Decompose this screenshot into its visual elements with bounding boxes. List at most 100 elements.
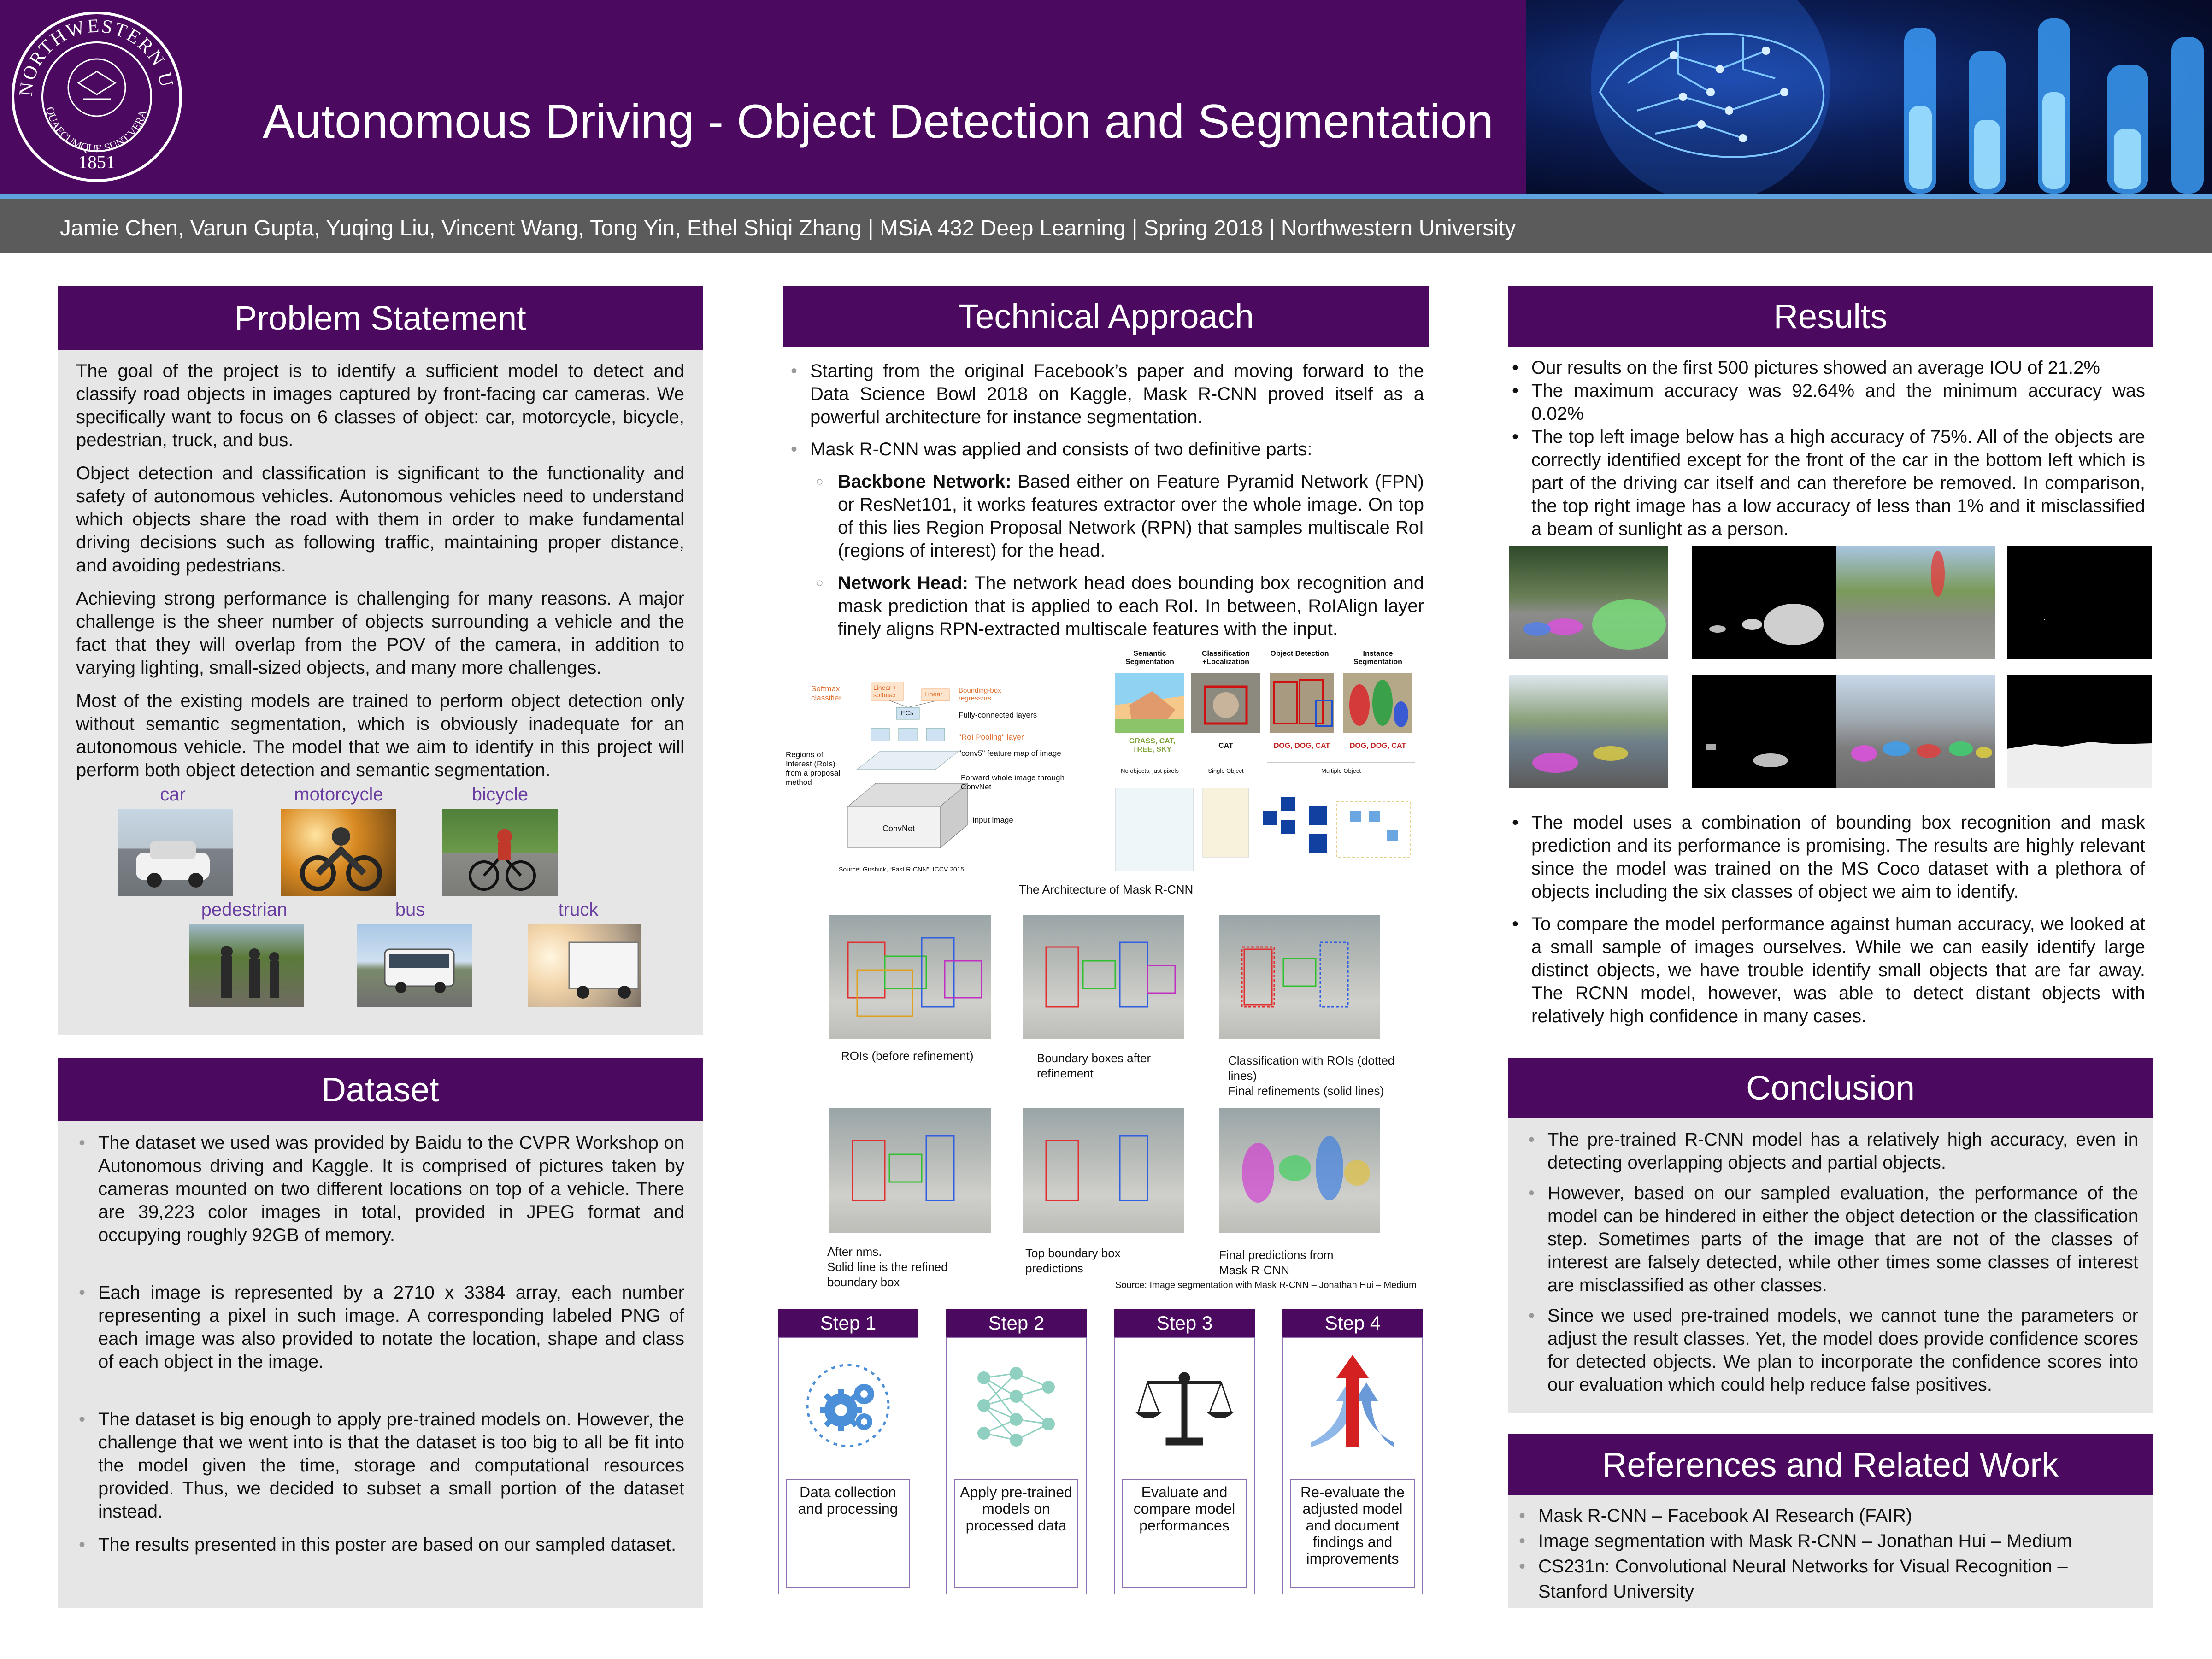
conclusion-item: However, based on our sampled evaluation… (1525, 1182, 2138, 1297)
step-3-text: Evaluate and compare model performances (1122, 1479, 1247, 1588)
svg-text:1851: 1851 (78, 152, 115, 172)
arrows-icon (1302, 1350, 1403, 1452)
seg-header: Object Detection (1270, 650, 1329, 658)
fcs-label: FCs (901, 709, 914, 717)
accent-stripe (0, 194, 2212, 199)
problem-paragraph: Most of the existing models are trained … (76, 691, 684, 780)
network-head-item: Network Head: The network head does boun… (816, 571, 1424, 641)
problem-paragraph: Achieving strong performance is challeng… (76, 588, 684, 678)
pipeline-caption: Top boundary box predictions (1025, 1246, 1121, 1275)
results-text-bottom: The model uses a combination of bounding… (1509, 811, 2145, 1033)
seg-header: Classification +Localization (1201, 650, 1250, 666)
dataset-item: The dataset we used was provided by Baid… (76, 1131, 684, 1247)
pipeline-caption: Boundary boxes after refinement (1037, 1051, 1151, 1080)
technical-text: Starting from the original Facebook’s pa… (788, 359, 1424, 646)
technical-heading: Technical Approach (783, 286, 1429, 347)
results-item: The model uses a combination of bounding… (1509, 811, 2145, 903)
conclusion-item: The pre-trained R-CNN model has a relati… (1525, 1128, 2138, 1174)
technical-bullet: Mask R-CNN was applied and consists of t… (788, 438, 1424, 461)
dataset-item: The dataset is big enough to apply pre-t… (76, 1408, 684, 1523)
pipeline-image-classification (1219, 915, 1380, 1039)
step-4-text: Re-evaluate the adjusted model and docum… (1290, 1479, 1415, 1588)
result-mask-1 (1692, 546, 1837, 659)
pipeline-caption: ROIs (before refinement) (841, 1049, 974, 1063)
architecture-caption: The Architecture of Mask R-CNN (1018, 882, 1194, 896)
class-label-truck: truck (558, 900, 599, 920)
convnet-label: ConvNet (882, 824, 915, 833)
class-label-motorcycle: motorcycle (294, 784, 383, 805)
pipeline-image-rois (830, 915, 991, 1039)
seg-header: Instance Segmentation (1353, 650, 1402, 666)
pipeline-image-final (1219, 1108, 1380, 1233)
fc-layers-label: Fully-connected layers (959, 711, 1037, 719)
dataset-item: The results presented in this poster are… (76, 1533, 684, 1556)
brain-circuit-image (1526, 0, 2212, 194)
results-heading: Results (1508, 286, 2153, 347)
truck-photo (528, 924, 641, 1007)
softmax-label: Softmax classifier (811, 684, 842, 702)
dataset-text: The dataset we used was provided by Baid… (76, 1131, 684, 1562)
problem-heading: Problem Statement (58, 286, 703, 350)
segmentation-tasks-graphic: Semantic Segmentation Classification +Lo… (1111, 650, 1424, 880)
class-label-bicycle: bicycle (471, 784, 529, 805)
technical-bullet: Starting from the original Facebook’s pa… (788, 359, 1424, 429)
pipeline-caption: Final predictions from Mask R-CNN (1219, 1248, 1334, 1277)
diagram-source: Source: Girshick, “Fast R-CNN”, ICCV 201… (839, 865, 966, 873)
linear-softmax-label: Linear + softmax (873, 684, 897, 699)
reference-item: CS231n: Convolutional Neural Networks fo… (1516, 1554, 2129, 1605)
dataset-item: Each image is represented by a 2710 x 33… (76, 1281, 684, 1373)
problem-paragraph: Object detection and classification is s… (76, 463, 684, 576)
class-label-bus: bus (395, 900, 425, 920)
conv5-label: "conv5" feature map of image (959, 749, 1061, 758)
reference-item: Image segmentation with Mask R-CNN – Jon… (1516, 1529, 2129, 1554)
references-heading: References and Related Work (1508, 1434, 2153, 1495)
pipeline-source: Source: Image segmentation with Mask R-C… (1115, 1280, 1417, 1290)
pipeline-image-top-boxes (1023, 1108, 1184, 1233)
seg-sub-label: Single Object (1208, 767, 1244, 774)
author-line: Jamie Chen, Varun Gupta, Yuqing Liu, Vin… (60, 216, 1516, 241)
class-label-car: car (160, 784, 186, 805)
reference-item: Mask R-CNN – Facebook AI Research (FAIR) (1516, 1503, 2129, 1529)
problem-paragraph: The goal of the project is to identify a… (76, 361, 684, 450)
references-text: Mask R-CNN – Facebook AI Research (FAIR)… (1516, 1503, 2129, 1605)
results-text-top: Our results on the first 500 pictures sh… (1509, 356, 2145, 546)
backbone-item: Backbone Network: Based either on Featur… (816, 470, 1424, 562)
step-2-header: Step 2 (946, 1309, 1087, 1337)
pipeline-image-nms (830, 1108, 991, 1233)
scale-icon (1134, 1359, 1235, 1452)
result-mask-3 (1692, 675, 1837, 788)
result-image-1 (1509, 546, 1668, 659)
seg-header: Semantic Segmentation (1125, 650, 1174, 666)
results-item: To compare the model performance against… (1509, 912, 2145, 1028)
seg-label-semantic: GRASS, CAT, TREE, SKY (1129, 737, 1176, 753)
car-photo (118, 809, 233, 896)
pipeline-caption: After nms. Solid line is the refined bou… (827, 1245, 948, 1289)
step-4-header: Step 4 (1282, 1309, 1423, 1337)
linear-label: Linear (924, 690, 942, 698)
network-head-title: Network Head: (838, 573, 969, 593)
pedestrian-photo (189, 924, 304, 1007)
header-banner (0, 0, 1526, 194)
result-image-4 (1836, 675, 1995, 788)
class-label-pedestrian: pedestrian (201, 900, 288, 920)
conclusion-text: The pre-trained R-CNN model has a relati… (1525, 1128, 2138, 1402)
forward-label: Forward whole image through ConvNet (961, 773, 1065, 791)
results-item: The maximum accuracy was 92.64% and the … (1509, 379, 2145, 425)
neural-network-icon (965, 1359, 1067, 1452)
regions-label: Regions of Interest (RoIs) from a propos… (786, 750, 841, 787)
pipeline-image-boxes (1023, 915, 1184, 1039)
svg-text:NORTHWESTERN UNIVERSITY: NORTHWESTERN UNIVERSITY (9, 9, 177, 97)
bicycle-photo (442, 809, 558, 896)
fast-rcnn-diagram: Softmax classifier Linear + softmax Line… (783, 664, 1078, 880)
backbone-text: Based either on Feature Pyramid Network … (838, 471, 1424, 561)
step-1-header: Step 1 (778, 1309, 918, 1337)
backbone-title: Backbone Network: (838, 471, 1012, 492)
problem-text: The goal of the project is to identify a… (76, 359, 684, 792)
gears-icon (797, 1359, 899, 1452)
result-image-2 (1836, 546, 1995, 659)
network-head-text: The network head does bounding box recog… (838, 573, 1424, 639)
poster-title: Autonomous Driving - Object Detection an… (263, 95, 1494, 148)
seg-sub-label: Multiple Object (1321, 767, 1361, 774)
result-image-3 (1509, 675, 1668, 788)
conclusion-heading: Conclusion (1508, 1058, 2153, 1118)
